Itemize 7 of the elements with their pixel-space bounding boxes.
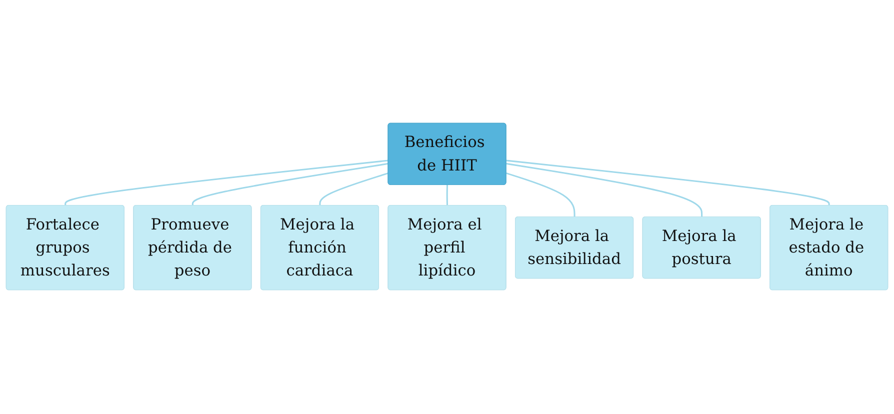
connector <box>446 185 448 206</box>
connector <box>506 160 830 206</box>
connector <box>64 160 388 206</box>
connector <box>506 163 703 218</box>
connector <box>506 172 576 218</box>
connector <box>192 163 388 206</box>
connector <box>319 172 388 206</box>
